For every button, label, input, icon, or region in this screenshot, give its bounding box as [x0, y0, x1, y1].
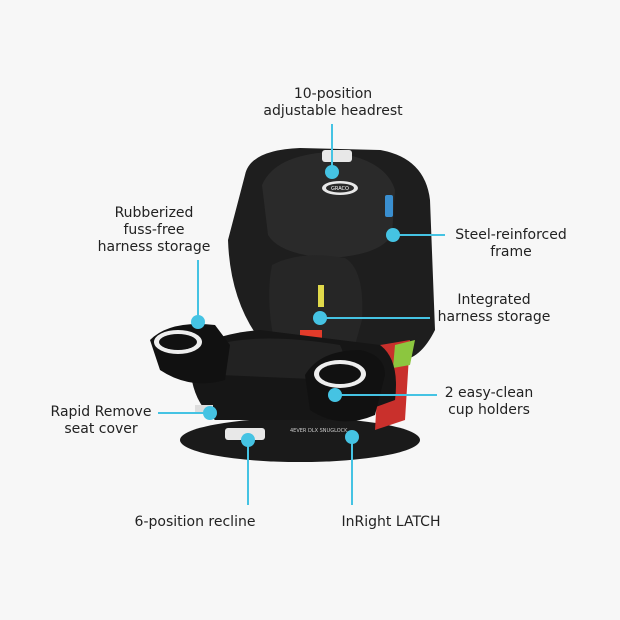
label-line: Rapid Remove [50, 404, 152, 420]
label-line: Steel-reinforced [455, 227, 567, 243]
label-line: harness storage [97, 239, 211, 255]
label-line: Integrated [457, 292, 531, 308]
label-line: InRight LATCH [341, 514, 441, 530]
brand-logo: GRACO [331, 186, 349, 192]
label-line: Rubberized [114, 205, 194, 221]
label-line: seat cover [64, 421, 138, 437]
label-line: cup holders [448, 402, 530, 418]
label-line: frame [490, 244, 532, 260]
callout-dot-headrest [325, 165, 339, 179]
callout-dot-frame [386, 228, 400, 242]
label-latch: InRight LATCH [342, 514, 441, 531]
callout-dot-rubberized [191, 315, 205, 329]
label-frame: Steel-reinforced frame [455, 227, 567, 261]
callout-dot-cupholders [328, 388, 342, 402]
label-line: 2 easy-clean [444, 385, 534, 401]
callout-dot-recline [241, 433, 255, 447]
label-headrest: 10-position adjustable headrest [263, 86, 402, 120]
label-integrated-harness-storage: Integrated harness storage [438, 292, 551, 326]
callout-dot-seatcover [203, 406, 217, 420]
model-text: 4EVER DLX SNUGLOCK [290, 428, 348, 434]
label-line: 6-position recline [134, 514, 256, 530]
label-cup-holders: 2 easy-clean cup holders [445, 385, 534, 419]
callout-dot-latch [345, 430, 359, 444]
label-line: 10-position [293, 86, 373, 102]
label-line: fuss-free [123, 222, 185, 238]
label-rubberized-harness-storage: Rubberized fuss-free harness storage [98, 205, 211, 256]
callout-dot-harness [313, 311, 327, 325]
label-seat-cover: Rapid Remove seat cover [51, 404, 152, 438]
label-line: harness storage [437, 309, 551, 325]
label-recline: 6-position recline [135, 514, 256, 531]
label-line: adjustable headrest [263, 103, 403, 119]
